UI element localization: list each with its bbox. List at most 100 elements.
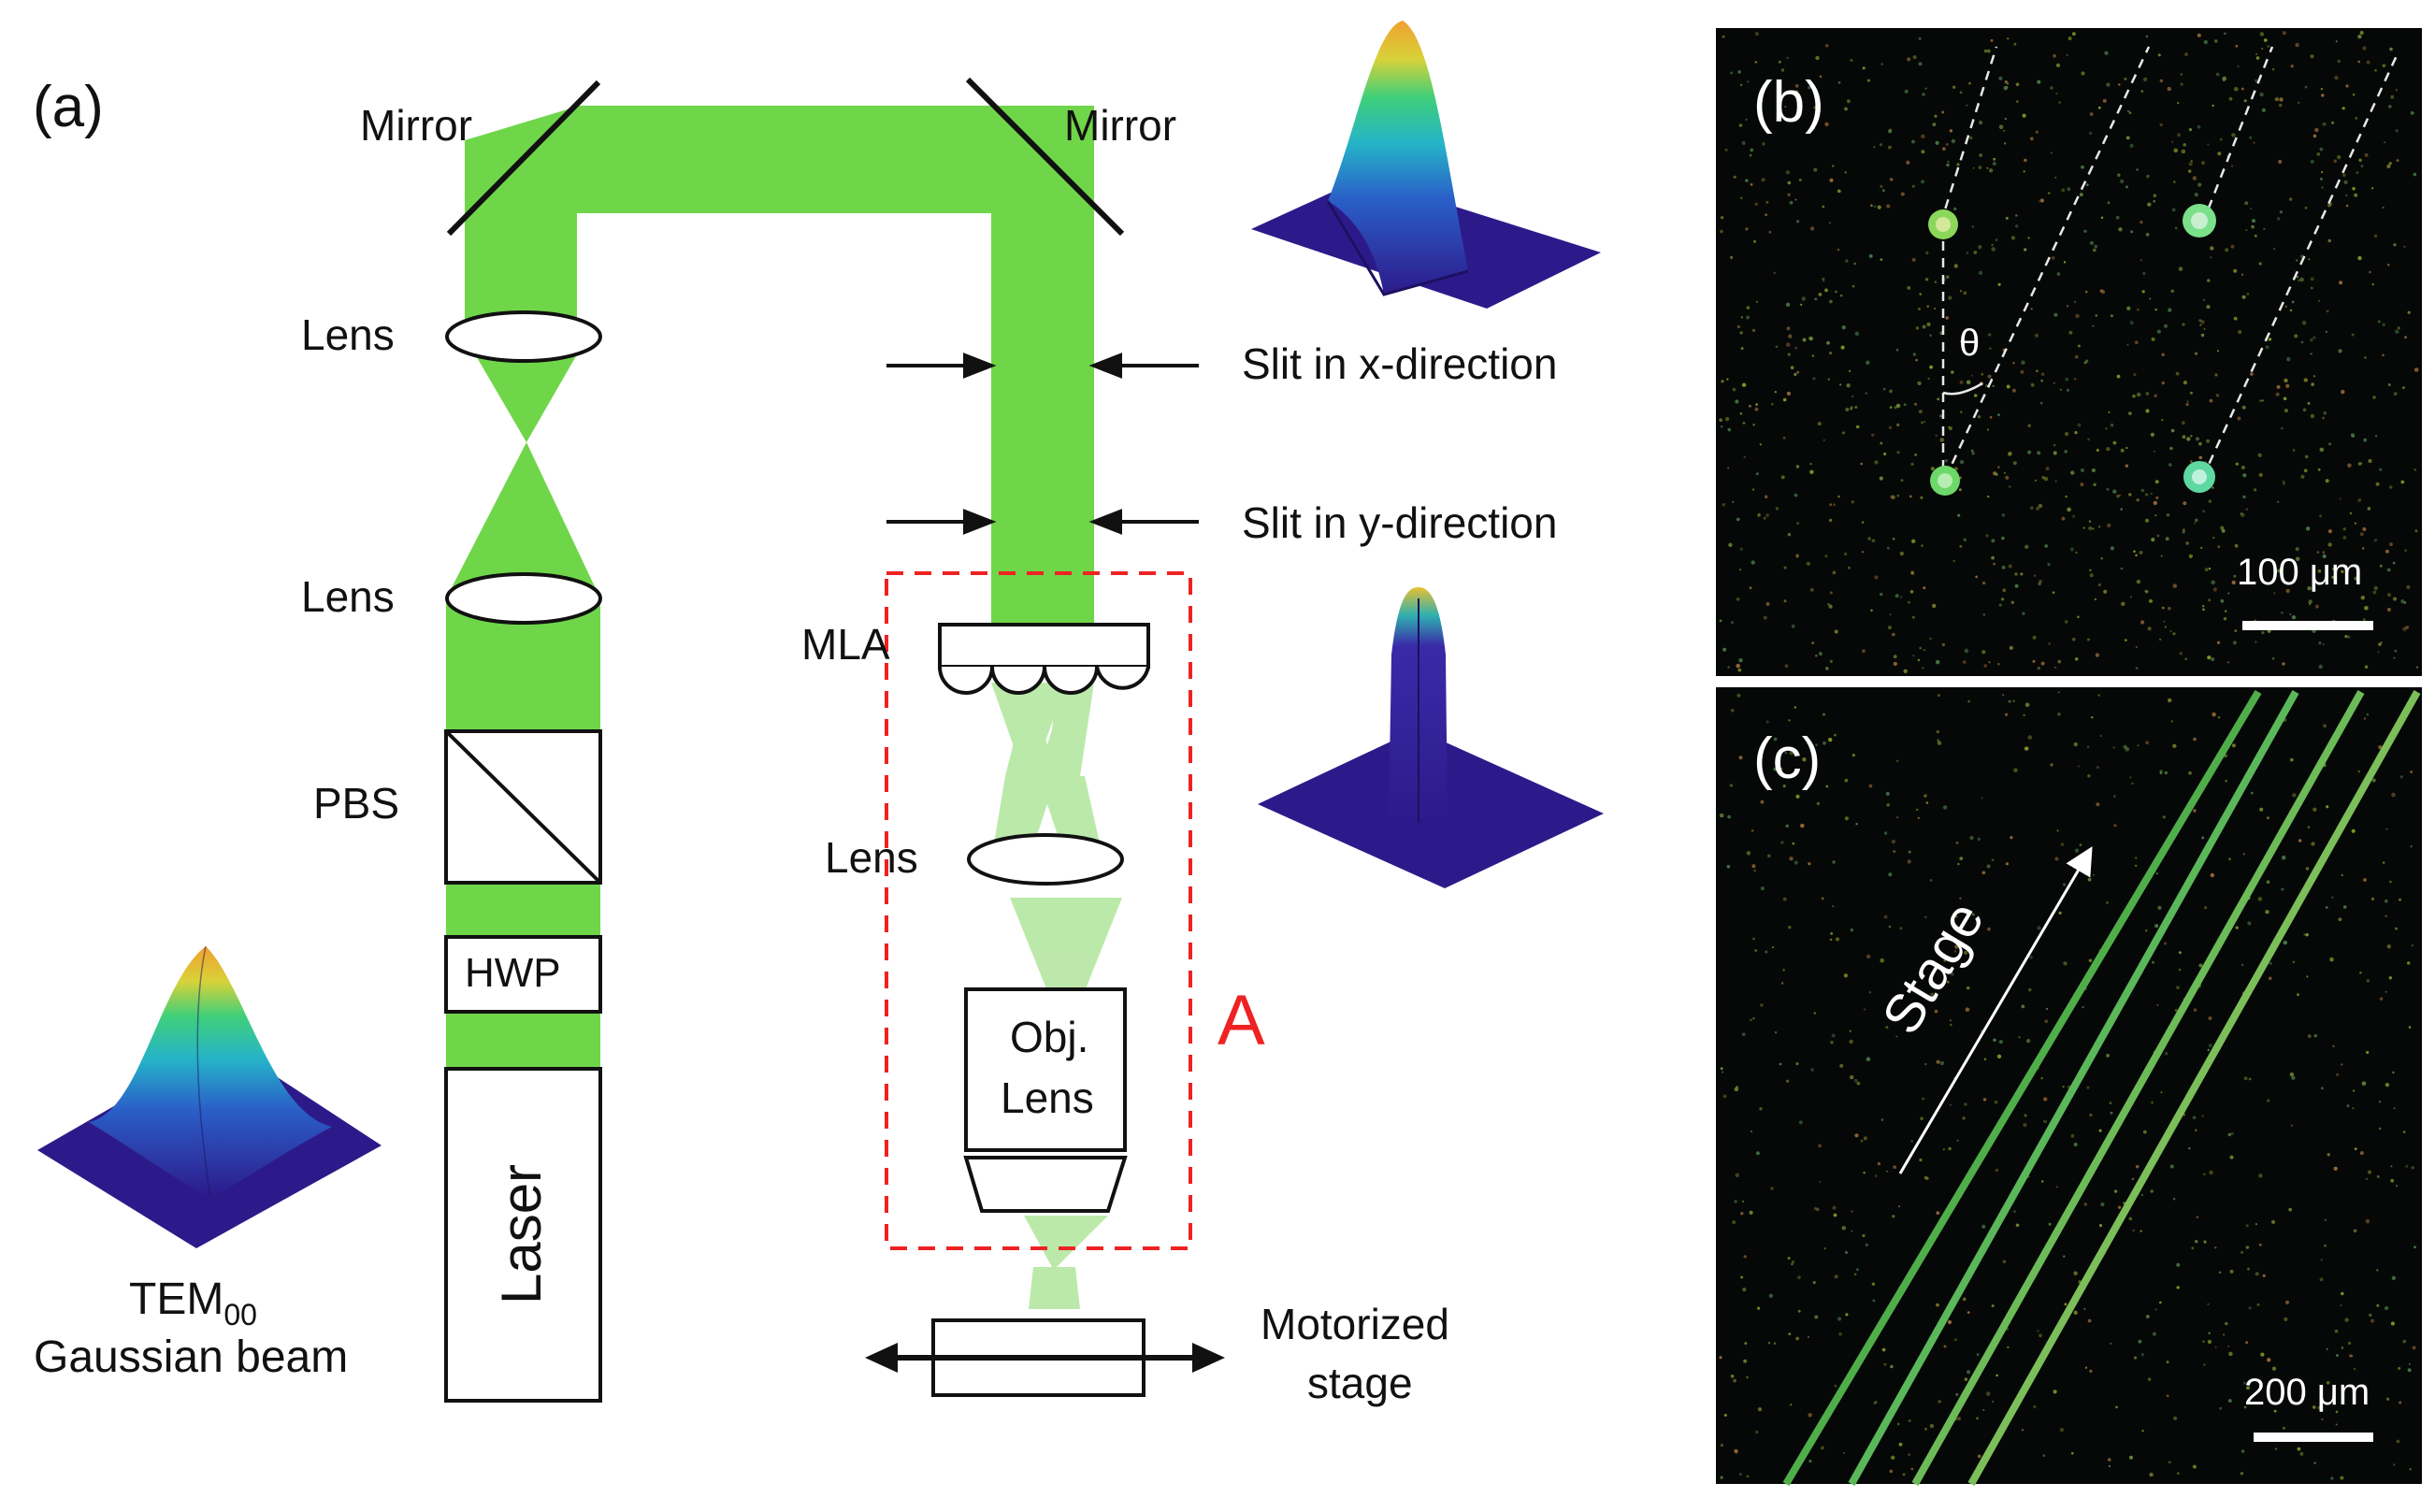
- noise-dot: [2267, 1358, 2271, 1362]
- theta-label: θ: [1959, 323, 1980, 364]
- noise-dot: [2228, 96, 2233, 101]
- noise-dot: [2180, 82, 2183, 86]
- noise-dot: [2177, 1472, 2180, 1475]
- noise-dot: [1824, 288, 1828, 293]
- noise-dot: [1970, 374, 1973, 377]
- noise-dot: [2058, 101, 2061, 104]
- noise-dot: [2235, 462, 2239, 466]
- noise-dot: [1773, 1342, 1777, 1345]
- noise-dot: [2153, 500, 2157, 506]
- noise-dot: [2198, 441, 2202, 446]
- noise-dot: [2400, 599, 2405, 604]
- noise-dot: [2369, 1313, 2372, 1318]
- noise-dot: [1739, 196, 1743, 200]
- noise-dot: [1806, 561, 1811, 566]
- noise-dot: [1863, 1136, 1867, 1141]
- noise-dot: [2282, 480, 2285, 483]
- noise-dot: [1757, 513, 1761, 517]
- noise-dot: [1888, 425, 1893, 429]
- noise-dot: [2108, 1464, 2111, 1468]
- noise-dot: [1947, 160, 1950, 163]
- noise-dot: [1860, 462, 1863, 466]
- noise-dot: [2168, 1461, 2171, 1464]
- noise-dot: [2077, 344, 2081, 348]
- noise-dot: [2272, 68, 2275, 71]
- noise-dot: [1765, 720, 1769, 724]
- noise-dot: [2291, 1075, 2296, 1080]
- noise-dot: [1823, 439, 1826, 441]
- noise-dot: [1821, 1446, 1824, 1450]
- noise-dot: [1949, 129, 1953, 133]
- noise-dot: [2276, 217, 2281, 221]
- noise-dot: [1920, 1116, 1924, 1120]
- noise-dot: [2299, 1451, 2304, 1456]
- noise-dot: [1794, 346, 1798, 350]
- lens-mid-label: Lens: [301, 572, 395, 621]
- noise-dot: [2398, 1366, 2401, 1370]
- noise-dot: [2255, 52, 2258, 55]
- noise-dot: [2147, 202, 2152, 207]
- noise-dot: [2071, 637, 2076, 641]
- noise-dot: [1746, 851, 1751, 856]
- noise-dot: [2412, 1346, 2416, 1350]
- noise-dot: [2070, 1451, 2074, 1455]
- noise-dot: [2063, 883, 2067, 886]
- noise-dot: [2341, 569, 2344, 573]
- noise-dot: [1908, 1419, 1911, 1422]
- noise-dot: [1719, 813, 1724, 818]
- theta-arc: [1942, 382, 1983, 396]
- noise-dot: [1834, 629, 1838, 634]
- noise-dot: [2257, 453, 2262, 457]
- noise-dot: [1896, 1422, 1900, 1426]
- noise-dot: [2304, 85, 2308, 89]
- noise-dot: [1754, 949, 1757, 952]
- noise-dot: [2317, 1405, 2321, 1410]
- noise-dot: [1953, 264, 1958, 268]
- noise-dot: [2037, 666, 2041, 670]
- noise-dot: [2263, 38, 2268, 42]
- noise-dot: [2353, 1367, 2356, 1371]
- noise-dot: [2229, 1155, 2234, 1159]
- noise-dot: [2055, 93, 2058, 95]
- noise-dot: [2385, 549, 2389, 554]
- noise-dot: [2297, 1447, 2301, 1451]
- noise-dot: [2307, 401, 2311, 405]
- noise-dot: [1730, 708, 1735, 713]
- noise-dot: [2075, 354, 2079, 359]
- noise-dot: [2364, 152, 2369, 157]
- noise-dot: [2176, 986, 2180, 989]
- noise-dot: [2141, 1430, 2144, 1433]
- noise-dot: [2040, 1076, 2043, 1080]
- noise-dot: [2379, 468, 2383, 471]
- noise-dot: [2005, 713, 2009, 716]
- noise-dot: [2289, 309, 2293, 312]
- noise-dot: [2168, 308, 2172, 312]
- noise-dot: [1759, 1107, 1763, 1111]
- noise-dot: [1854, 406, 1858, 409]
- noise-dot: [2241, 405, 2246, 410]
- lens-mid: [445, 572, 602, 625]
- noise-dot: [2316, 551, 2320, 554]
- noise-dot: [1926, 305, 1930, 308]
- noise-dot: [1729, 784, 1734, 787]
- noise-dot: [1954, 914, 1958, 918]
- noise-dot: [2037, 79, 2041, 84]
- noise-dot: [2208, 1044, 2212, 1048]
- noise-dot: [2317, 468, 2321, 471]
- noise-dot: [2197, 182, 2202, 187]
- noise-dot: [1812, 1281, 1816, 1285]
- noise-dot: [1951, 138, 1956, 144]
- noise-dot: [1967, 986, 1970, 990]
- noise-dot: [2286, 357, 2291, 362]
- noise-dot: [1912, 55, 1917, 60]
- noise-dot: [2297, 993, 2299, 997]
- noise-dot: [2363, 618, 2366, 621]
- noise-dot: [1865, 1243, 1869, 1247]
- noise-dot: [1934, 308, 1937, 310]
- noise-dot: [2331, 575, 2335, 579]
- noise-dot: [1977, 415, 1981, 419]
- noise-dot: [2305, 526, 2311, 531]
- noise-dot: [2013, 768, 2018, 772]
- noise-dot: [1813, 167, 1818, 172]
- noise-dot: [1736, 1086, 1738, 1088]
